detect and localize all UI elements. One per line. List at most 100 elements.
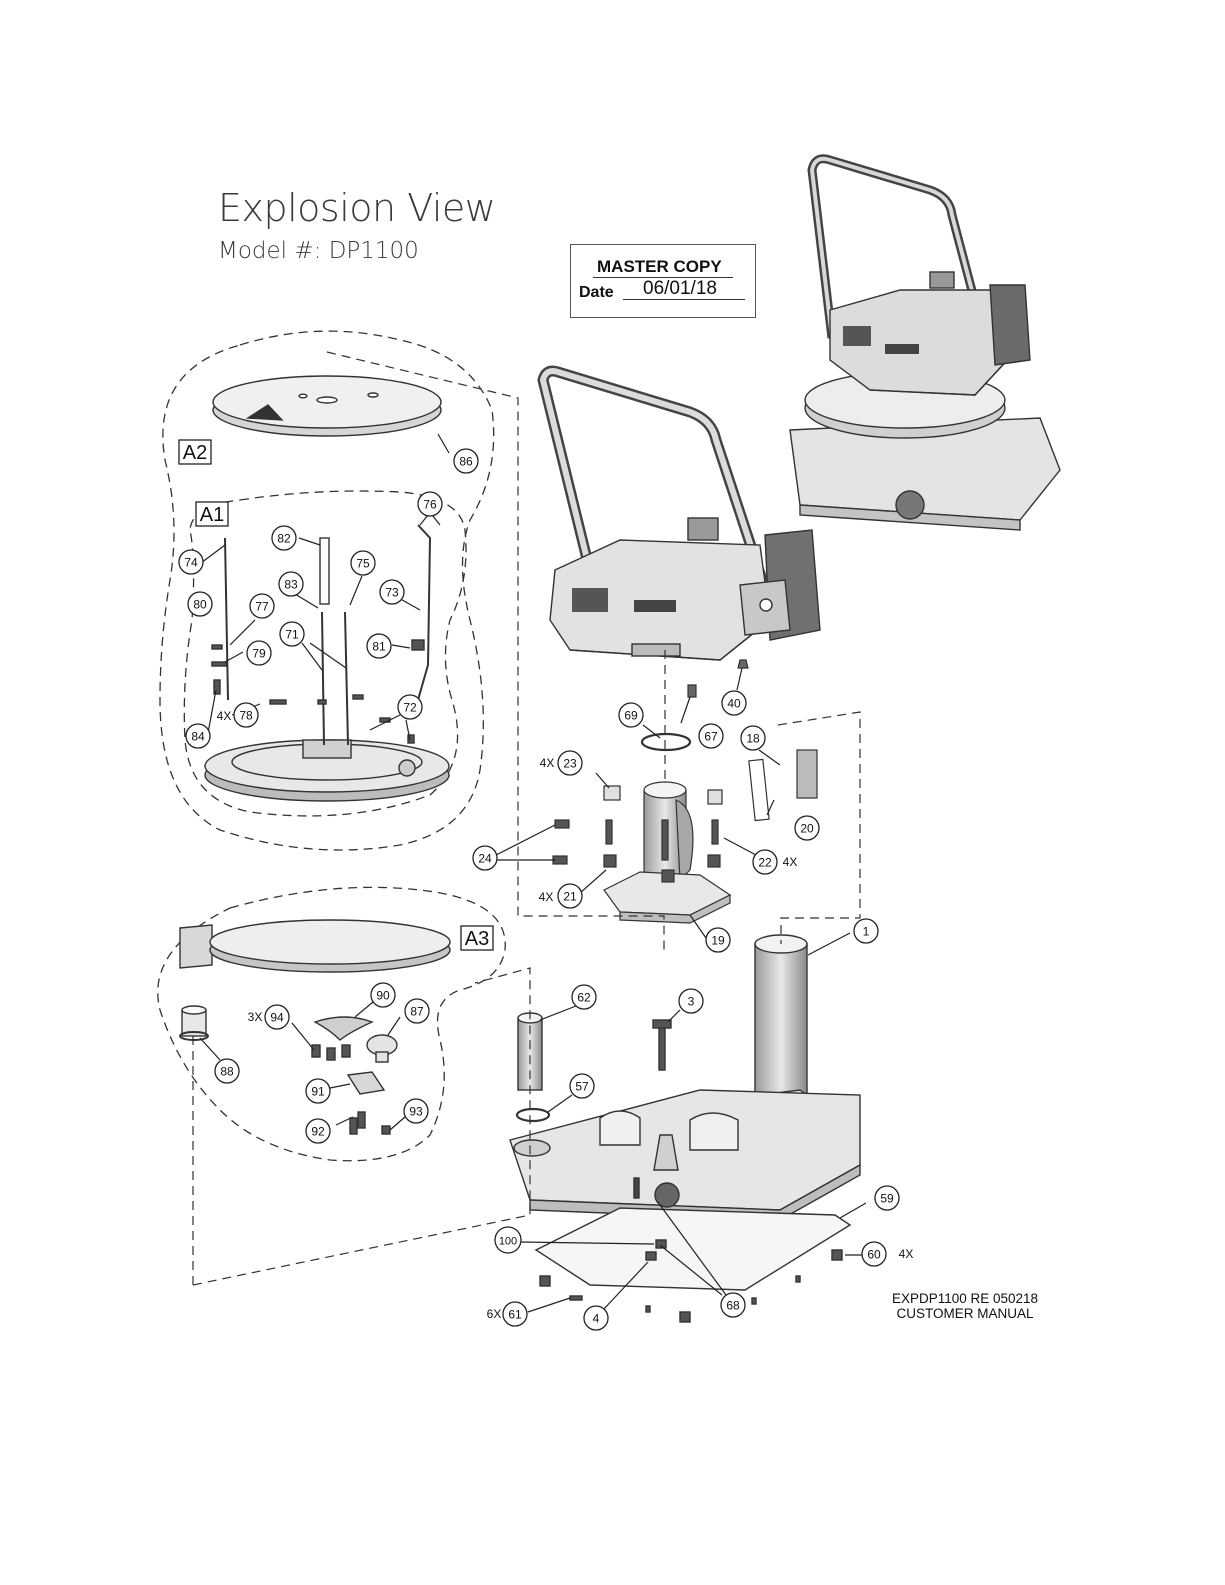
callout-100: 100 <box>495 1227 521 1253</box>
callout-number: 86 <box>459 455 473 469</box>
callout-balloon <box>280 622 304 646</box>
callout-77: 77 <box>250 594 274 618</box>
callout-1: 1 <box>854 919 878 943</box>
document-footer: EXPDP1100 RE 050218 CUSTOMER MANUAL <box>880 1291 1050 1321</box>
group-label-text: A3 <box>465 928 489 950</box>
head-assembly-illustration <box>543 371 820 660</box>
callout-21: 21 <box>558 884 582 908</box>
callout-number: 75 <box>356 557 370 571</box>
callout-59: 59 <box>875 1186 899 1210</box>
callout-number: 90 <box>376 989 390 1003</box>
callout-number: 67 <box>704 730 718 744</box>
callout-balloon <box>404 1099 428 1123</box>
callout-68: 68 <box>721 1293 745 1317</box>
callout-number: 100 <box>499 1236 517 1248</box>
callout-balloon <box>351 551 375 575</box>
callout-number: 21 <box>563 890 577 904</box>
group-label-a2: A2 <box>179 440 211 464</box>
callout-19: 19 <box>706 928 730 952</box>
callout-balloon <box>741 726 765 750</box>
callout-balloon <box>367 634 391 658</box>
callout-60: 60 <box>862 1242 886 1266</box>
callout-number: 3 <box>688 995 695 1009</box>
group-a3-parts <box>180 920 450 1134</box>
callout-72: 72 <box>398 695 422 719</box>
callout-number: 83 <box>284 578 298 592</box>
callout-57: 57 <box>570 1074 594 1098</box>
callout-20: 20 <box>795 816 819 840</box>
callout-23: 23 <box>558 751 582 775</box>
callout-balloon <box>250 594 274 618</box>
callout-balloon <box>679 989 703 1013</box>
callout-number: 61 <box>508 1308 522 1322</box>
callout-balloon <box>186 724 210 748</box>
callout-balloon <box>795 816 819 840</box>
callout-balloon <box>875 1186 899 1210</box>
callout-balloon <box>306 1119 330 1143</box>
quantity-label-61: 6X <box>487 1307 502 1321</box>
quantity-label-23: 4X <box>540 756 555 770</box>
callout-71: 71 <box>280 622 304 646</box>
callout-balloon <box>179 550 203 574</box>
callout-balloon <box>380 580 404 604</box>
callout-81: 81 <box>367 634 391 658</box>
group-label-text: A1 <box>200 504 224 526</box>
stamp-date: 06/01/18 <box>643 278 717 300</box>
callout-88: 88 <box>215 1059 239 1083</box>
callout-84: 84 <box>186 724 210 748</box>
callout-24: 24 <box>473 846 497 870</box>
callout-balloon <box>619 703 643 727</box>
part-callouts: 1341819202122232440575960616267686971727… <box>179 449 913 1330</box>
callout-balloon <box>721 1293 745 1317</box>
callout-number: 72 <box>403 701 417 715</box>
stamp-date-underline <box>623 299 745 300</box>
callout-balloon <box>473 846 497 870</box>
callout-number: 87 <box>410 1005 424 1019</box>
callout-number: 59 <box>880 1192 894 1206</box>
callout-balloon <box>371 983 395 1007</box>
callout-number: 20 <box>800 822 814 836</box>
callout-number: 71 <box>285 628 299 642</box>
callout-balloon <box>584 1306 608 1330</box>
callout-61: 61 <box>503 1302 527 1326</box>
head-internal-parts <box>553 660 817 923</box>
callout-balloon <box>234 703 258 727</box>
quantity-label-94: 3X <box>248 1010 263 1024</box>
callout-92: 92 <box>306 1119 330 1143</box>
group-label-a1: A1 <box>196 502 228 526</box>
quantity-label-60: 4X <box>899 1247 914 1261</box>
callout-number: 77 <box>255 600 269 614</box>
callout-93: 93 <box>404 1099 428 1123</box>
callout-number: 82 <box>277 532 291 546</box>
callout-80: 80 <box>188 592 212 616</box>
callout-number: 88 <box>220 1065 234 1079</box>
callout-balloon <box>722 691 746 715</box>
model-number: Model #: DP1100 <box>218 238 419 264</box>
callout-balloon <box>247 641 271 665</box>
callout-balloon <box>558 884 582 908</box>
stamp-date-label: Date <box>579 284 614 302</box>
callout-balloon <box>854 919 878 943</box>
document-code: EXPDP1100 RE 050218 <box>880 1291 1050 1306</box>
callout-number: 84 <box>191 730 205 744</box>
callout-balloon <box>418 492 442 516</box>
callout-number: 68 <box>726 1299 740 1313</box>
callout-94: 94 <box>265 1005 289 1029</box>
callout-number: 93 <box>409 1105 423 1119</box>
quantity-label-21: 4X <box>539 890 554 904</box>
callout-number: 4 <box>593 1312 600 1326</box>
callout-number: 81 <box>372 640 386 654</box>
assembled-machine-illustration <box>790 159 1060 530</box>
callout-balloon <box>558 751 582 775</box>
group-a3-outline <box>158 887 506 1160</box>
callout-number: 60 <box>867 1248 881 1262</box>
callout-82: 82 <box>272 526 296 550</box>
callout-67: 67 <box>699 724 723 748</box>
callout-balloon <box>405 999 429 1023</box>
callout-number: 80 <box>193 598 207 612</box>
callout-number: 57 <box>575 1080 589 1094</box>
callout-87: 87 <box>405 999 429 1023</box>
callout-18: 18 <box>741 726 765 750</box>
